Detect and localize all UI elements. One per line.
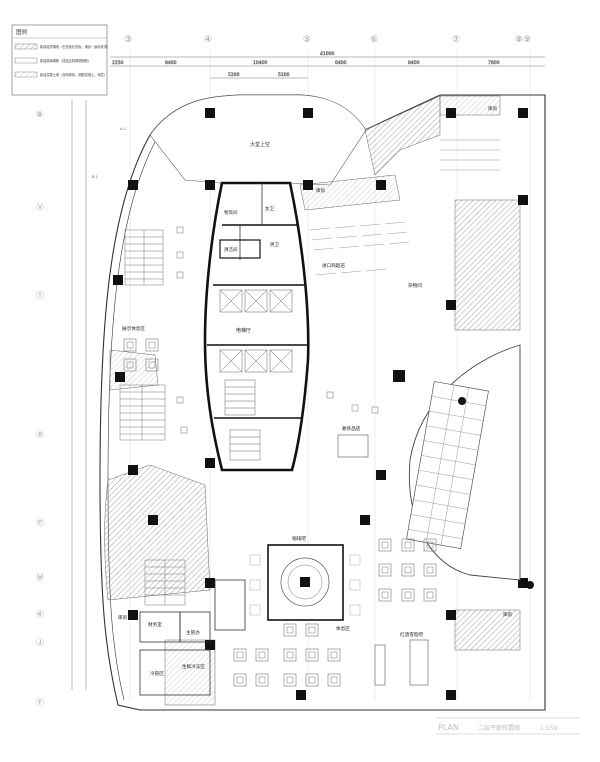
atrium-void xyxy=(149,94,367,186)
grid-col-8-9: ⑧⑨ xyxy=(515,35,531,45)
grid-row-9: Ⓕ xyxy=(36,698,44,707)
room-storage-right: 库房 xyxy=(503,611,513,618)
legend-item-1: 新建轻质隔墙（石膏板石膏板，满涂一遍乳胶漆） xyxy=(40,44,110,49)
room-labels: 库房 库房 进口商超店 杂物间 展示休息区 奢侈品店 咖啡吧 休息区 库房 财务… xyxy=(92,105,513,677)
title-plan: PLAN xyxy=(438,723,459,732)
hatched-zones xyxy=(104,95,521,706)
dim-5: 8400 xyxy=(408,60,420,66)
room-storage-left: 库房 xyxy=(118,614,128,621)
core-labels: 女卫 物资间 男卫 清洁间 电梯厅 xyxy=(224,205,279,334)
room-atrium: 大堂上空 xyxy=(250,141,270,148)
legend-title: 图例 xyxy=(16,28,28,36)
room-manager: 主管办 xyxy=(186,629,200,636)
grid-row-4: Ⓡ xyxy=(36,430,44,439)
stair-left-upper xyxy=(124,229,164,286)
room-cleaning: 清洁间 xyxy=(224,246,238,253)
grid-row-1: ⑧ xyxy=(36,110,43,119)
legend-item-3: 新建混凝土墙（含砌墙体，钢筋混凝土，双层） xyxy=(40,72,107,77)
title-scale: 1:150 xyxy=(540,725,557,732)
legend-swatch-concrete xyxy=(14,71,38,78)
room-mens-wc: 男卫 xyxy=(270,242,279,248)
legend-swatch-glass xyxy=(14,57,38,64)
room-wine-bar: 红酒雪茄吧 xyxy=(400,631,423,638)
room-storage-top: 库房 xyxy=(488,105,498,112)
room-elevator-hall: 电梯厅 xyxy=(236,327,251,334)
stair-left-bottom xyxy=(144,559,186,606)
cafe-area xyxy=(249,544,361,621)
room-misc: 杂物间 xyxy=(408,282,422,289)
room-rest-area: 休息区 xyxy=(336,625,350,632)
section-mark-b: B-1 xyxy=(92,175,98,179)
grid-column-labels: ③ ④ ⑤ ⑥ ⑦ ⑧⑨ xyxy=(124,35,531,45)
office-partitions xyxy=(139,579,246,696)
room-cold-chain: 冷链区 xyxy=(150,670,164,677)
dim-2: 8400 xyxy=(165,60,177,66)
title-name: 二层平面布置图 xyxy=(478,724,520,732)
grid-col-6: ⑥ xyxy=(370,35,378,45)
legend-item-2: 新建玻璃隔断（成品定制钢框隔断） xyxy=(40,58,91,63)
dimension-left xyxy=(71,100,87,690)
central-core xyxy=(203,181,310,472)
grid-row-labels: ⑧ Ⓥ Ⓣ Ⓡ Ⓟ Ⓜ Ⓚ Ⓙ Ⓕ xyxy=(36,110,44,707)
escalator-atrium xyxy=(406,344,534,589)
grid-col-5: ⑤ xyxy=(303,35,311,45)
room-storage-upper: 库房 xyxy=(316,187,326,194)
room-import-store: 进口商超店 xyxy=(322,262,345,269)
stair-left-lower xyxy=(119,384,166,441)
grid-col-4: ④ xyxy=(204,35,212,45)
grid-row-6: Ⓜ xyxy=(36,573,44,582)
dim-3: 10400 xyxy=(253,60,267,66)
wine-bar-counter xyxy=(374,639,429,686)
room-supplies: 物资间 xyxy=(224,209,238,216)
grid-row-5: Ⓟ xyxy=(36,518,44,527)
room-luxury-store: 奢侈品店 xyxy=(342,425,361,432)
grid-row-3: Ⓣ xyxy=(36,291,44,300)
dimension-top: 41000 2250 8400 10400 6400 8400 7800 520… xyxy=(110,51,545,79)
luxury-display xyxy=(337,434,369,458)
section-mark-a: A-1 xyxy=(120,127,126,131)
room-cafe: 咖啡吧 xyxy=(292,535,306,542)
title-block: PLAN 二层平面布置图 1:150 xyxy=(435,717,580,735)
dim-sub-1: 5200 xyxy=(228,72,240,78)
dim-1: 2250 xyxy=(112,60,124,66)
room-womens-wc: 女卫 xyxy=(265,205,274,212)
grid-col-3: ③ xyxy=(124,35,132,45)
room-fresh-frozen: 生鲜冷冻区 xyxy=(182,663,205,670)
grid-row-2: Ⓥ xyxy=(36,203,44,212)
dim-6: 7800 xyxy=(488,60,500,66)
dim-sub-2: 5200 xyxy=(278,72,290,78)
dim-4: 6400 xyxy=(335,60,347,66)
legend-swatch-partition xyxy=(14,43,38,50)
room-finance: 财务室 xyxy=(148,621,162,628)
grid-col-7: ⑦ xyxy=(452,35,460,45)
store-shelving xyxy=(309,139,500,276)
room-display-lounge: 展示休息区 xyxy=(122,325,145,332)
grid-row-7: Ⓚ xyxy=(36,610,44,619)
dim-total: 41000 xyxy=(320,51,334,57)
legend: 图例 新建轻质隔墙（石膏板石膏板，满涂一遍乳胶漆） 新建玻璃隔断（成品定制钢框隔… xyxy=(11,24,110,96)
grid-row-8: Ⓙ xyxy=(36,638,44,647)
